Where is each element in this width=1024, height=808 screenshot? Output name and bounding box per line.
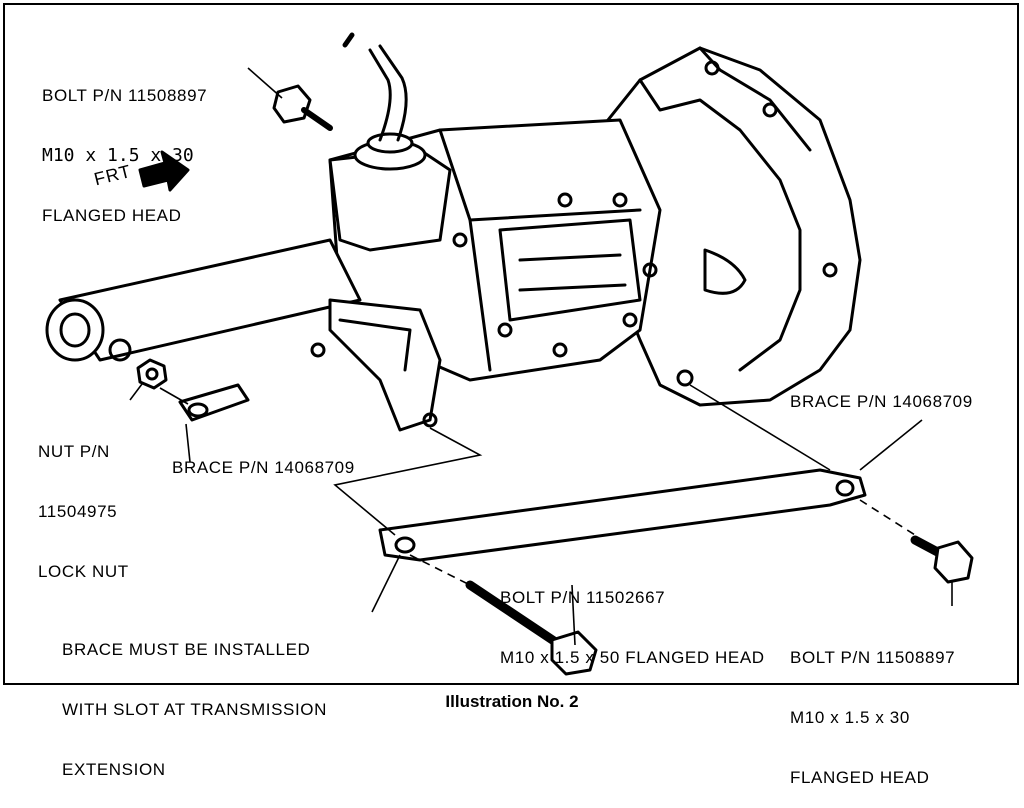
note-line-2: WITH SLOT AT TRANSMISSION bbox=[62, 700, 328, 719]
note-line-3: EXTENSION bbox=[62, 760, 166, 779]
leader-note bbox=[371, 554, 401, 613]
lock-nut bbox=[136, 358, 168, 390]
top-bolt-size: M10 x 1.5 x 30 bbox=[42, 145, 194, 166]
shifter-tower bbox=[328, 32, 452, 252]
nut-type: LOCK NUT bbox=[38, 562, 129, 581]
left-brace-callout: BRACE P/N 14068709 bbox=[172, 458, 355, 477]
front-arrow-icon bbox=[138, 150, 190, 192]
leader-left-brace bbox=[185, 423, 191, 463]
leader-mid-bolt bbox=[571, 584, 576, 646]
right-bolt-type: FLANGED HEAD bbox=[790, 768, 930, 787]
transmission-illustration bbox=[45, 32, 974, 676]
assembly-line-1 bbox=[333, 427, 483, 536]
leader-top-bolt bbox=[247, 67, 283, 99]
nut-part-number: 11504975 bbox=[38, 502, 118, 521]
bell-housing bbox=[598, 46, 862, 407]
assembly-line-3 bbox=[859, 499, 916, 536]
leader-nut-to-brace bbox=[159, 387, 189, 405]
middle-bolt bbox=[465, 580, 598, 676]
assembly-line-4 bbox=[409, 554, 471, 586]
extension-housing bbox=[45, 238, 442, 432]
long-brace bbox=[378, 468, 867, 562]
top-bolt-part-number: BOLT P/N 11508897 bbox=[42, 86, 208, 105]
assembly-line-2 bbox=[689, 384, 831, 471]
right-bolt-part-number: BOLT P/N 11508897 bbox=[790, 648, 956, 667]
left-brace bbox=[178, 383, 250, 422]
figure-caption: Illustration No. 2 bbox=[445, 692, 579, 711]
mid-bolt-size: M10 x 1.5 x 50 FLANGED HEAD bbox=[500, 648, 765, 667]
leader-nut bbox=[129, 383, 143, 401]
mid-bolt-callout: BOLT P/N 11502667 M10 x 1.5 x 50 FLANGED… bbox=[500, 548, 765, 688]
top-bolt-callout: BOLT P/N 11508897 M10 x 1.5 x 30 FLANGED… bbox=[42, 46, 207, 246]
top-bolt-type: FLANGED HEAD bbox=[42, 206, 182, 225]
right-brace-callout: BRACE P/N 14068709 bbox=[790, 392, 973, 411]
right-bolt bbox=[910, 535, 974, 584]
note-line-1: BRACE MUST BE INSTALLED bbox=[62, 640, 311, 659]
leader-right-brace bbox=[859, 419, 923, 471]
nut-label: NUT P/N bbox=[38, 442, 110, 461]
nut-callout: NUT P/N 11504975 LOCK NUT bbox=[38, 402, 129, 602]
top-bolt bbox=[272, 84, 333, 131]
mid-bolt-part-number: BOLT P/N 11502667 bbox=[500, 588, 666, 607]
